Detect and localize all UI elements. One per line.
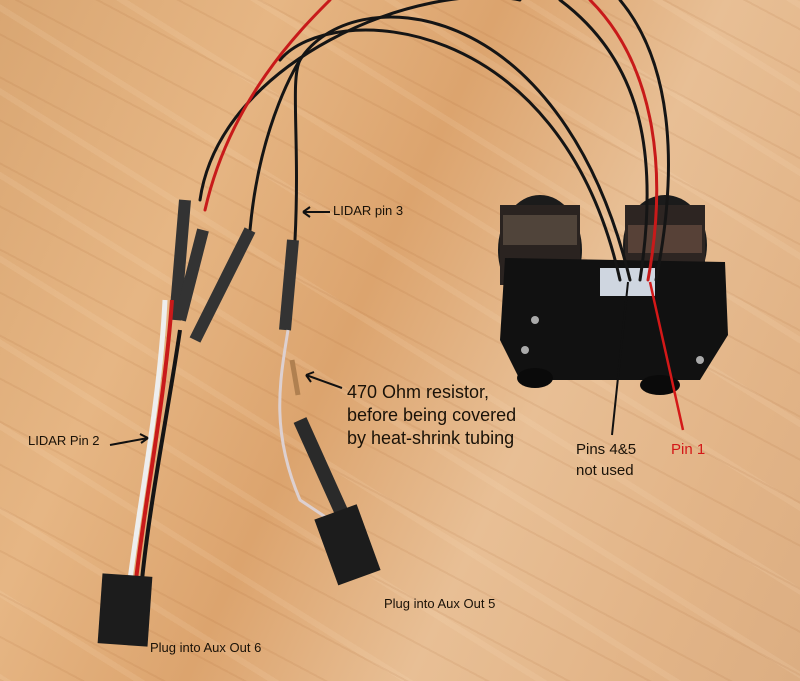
arrow-pin3 [302,206,330,218]
annotation-arrows [109,206,629,446]
label-resistor-line1: 470 Ohm resistor, [347,382,490,402]
label-lidar-pin2: LIDAR Pin 2 [28,433,100,448]
label-lidar-pin3: LIDAR pin 3 [333,203,404,218]
left-harness [97,199,256,647]
label-resistor-line3: by heat-shrink tubing [347,428,515,448]
resistor [289,359,301,396]
label-aux-out-5: Plug into Aux Out 5 [384,596,496,611]
sensor-wires [198,0,670,282]
arrow-resistor [305,371,343,389]
aux-out-5-plug [314,504,381,586]
label-pins45-line1: Pins 4&5 [576,441,637,458]
arrow-pin1 [648,281,685,431]
arrow-pin2 [109,433,149,446]
label-aux-out-6: Plug into Aux Out 6 [150,640,262,655]
aux-out-6-plug [97,573,153,647]
label-pin1: Pin 1 [671,441,706,458]
label-resistor-line2: before being covered [347,405,517,425]
label-pins45-line2: not used [576,462,634,479]
middle-harness [278,239,381,586]
arrow-pins45 [611,281,629,436]
